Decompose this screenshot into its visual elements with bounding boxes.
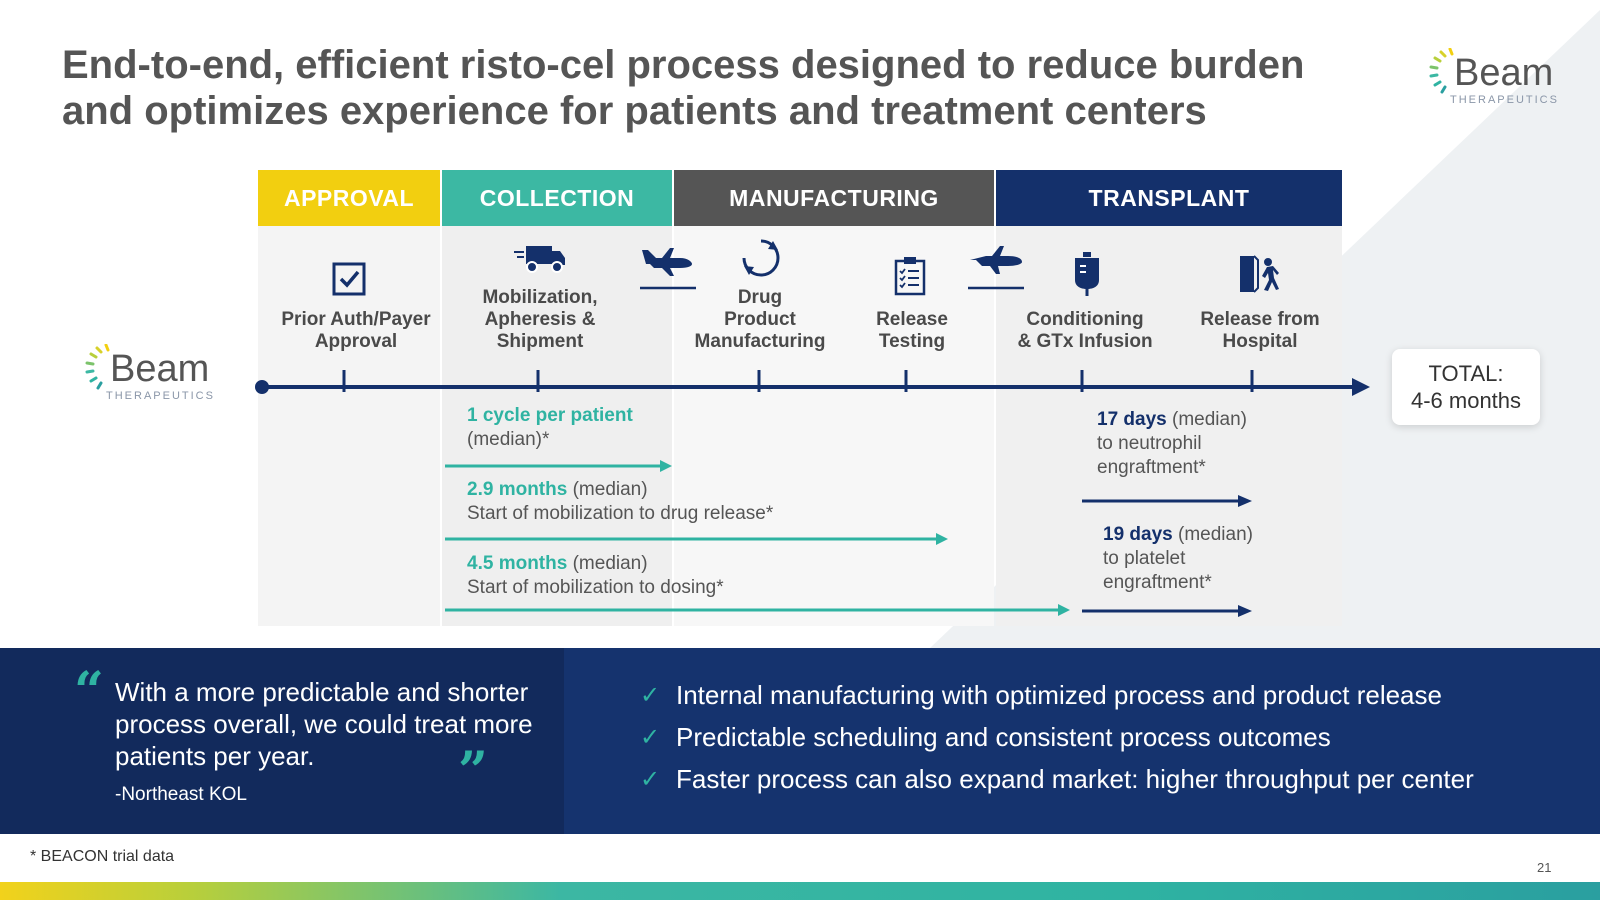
annotation-2-9-months: 2.9 months (median) Start of mobilizatio… xyxy=(467,479,774,524)
step-drug-manufacturing: Drug Product Manufacturing xyxy=(694,287,826,352)
phase-manufacturing: MANUFACTURING xyxy=(674,170,994,226)
step-release-testing: Release Testing xyxy=(876,309,948,352)
benefit-item: ✓ Predictable scheduling and consistent … xyxy=(640,722,1331,752)
quote-attribution: -Northeast KOL xyxy=(115,784,247,805)
benefit-item: ✓ Faster process can also expand market:… xyxy=(640,764,1474,794)
benefit-item: ✓ Internal manufacturing with optimized … xyxy=(640,680,1442,710)
open-quote-icon: “ xyxy=(74,661,104,722)
iv-bag-icon xyxy=(1075,252,1099,296)
logo-subtitle: THERAPEUTICS xyxy=(1450,94,1559,106)
collection-column-bg xyxy=(442,226,672,626)
quote-panel xyxy=(0,648,564,834)
page-number: 21 xyxy=(1537,860,1552,875)
checkmark-icon: ✓ xyxy=(640,724,661,751)
airplane-icon xyxy=(968,246,1024,290)
checkbox-icon xyxy=(332,262,366,296)
timeline-ticks xyxy=(342,370,1254,392)
duration-arrow-17-days xyxy=(1082,495,1252,507)
step-release-hospital: Release from Hospital xyxy=(1200,309,1320,352)
truck-icon xyxy=(514,246,565,273)
phase-collection: COLLECTION xyxy=(442,170,672,226)
step-mobilization: Mobilization, Apheresis & Shipment xyxy=(482,287,598,352)
duration-arrow-4-5-months xyxy=(445,604,1070,616)
clipboard-icon xyxy=(894,257,926,296)
timeline-axis xyxy=(255,378,1370,396)
page-title: End-to-end, efficient risto-cel process … xyxy=(62,43,1305,133)
beam-logo-left: Beam THERAPEUTICS xyxy=(84,344,215,402)
manufacturing-column-bg xyxy=(674,226,994,626)
annotation-4-5-months: 4.5 months (median) Start of mobilizatio… xyxy=(467,553,724,598)
transplant-column-bg xyxy=(996,226,1342,626)
duration-arrow-2-9-months xyxy=(445,533,948,545)
gradient-footer-bar xyxy=(0,882,1600,900)
sunburst-icon xyxy=(1429,48,1454,94)
annotation-1-cycle: 1 cycle per patient (median)* xyxy=(467,405,633,450)
airplane-icon xyxy=(640,248,696,290)
checkmark-icon: ✓ xyxy=(640,682,661,709)
checkmark-icon: ✓ xyxy=(640,766,661,793)
step-conditioning: Conditioning & GTx Infusion xyxy=(1017,309,1153,352)
exit-door-icon xyxy=(1240,255,1279,293)
beam-logo-top: Beam THERAPEUTICS xyxy=(1428,48,1559,106)
step-prior-auth: Prior Auth/Payer Approval xyxy=(281,309,431,352)
cycle-icon xyxy=(742,239,780,277)
quote-text: With a more predictable and shorter proc… xyxy=(115,677,533,771)
duration-arrow-19-days xyxy=(1082,605,1252,617)
total-duration-box: TOTAL: 4-6 months xyxy=(1392,349,1540,425)
logo-word: Beam xyxy=(110,347,210,390)
annotation-19-days: 19 days (median) to platelet engraftment… xyxy=(1103,524,1253,593)
phase-approval: APPROVAL xyxy=(258,170,440,226)
footnote: * BEACON trial data xyxy=(30,848,175,865)
logo-word: Beam xyxy=(1454,51,1554,94)
duration-arrow-1-cycle xyxy=(445,460,672,472)
annotation-17-days: 17 days (median) to neutrophil engraftme… xyxy=(1097,409,1247,478)
close-quote-icon: ” xyxy=(458,741,488,802)
phase-transplant: TRANSPLANT xyxy=(996,170,1342,226)
logo-subtitle: THERAPEUTICS xyxy=(106,390,215,402)
benefits-panel xyxy=(564,648,1600,834)
sunburst-icon xyxy=(85,344,110,390)
